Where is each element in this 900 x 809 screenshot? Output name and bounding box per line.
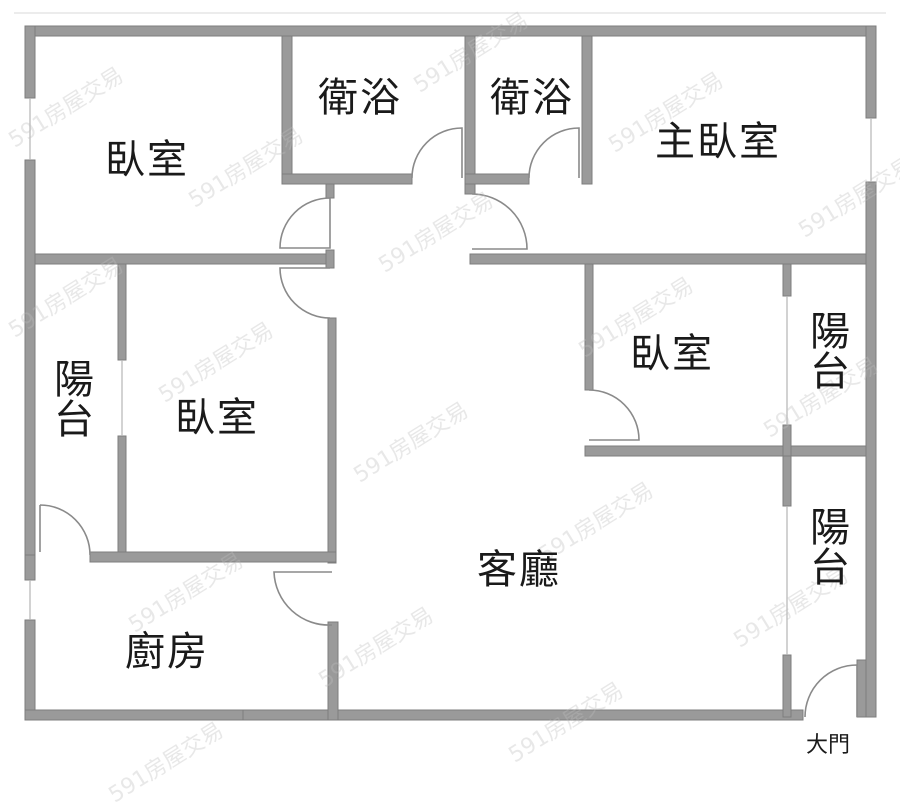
interior-walls [34,35,867,721]
floor-plan [24,25,877,721]
outer-walls [24,25,877,721]
room-label-master-bedroom: 主臥室 [655,119,781,165]
room-label-kitchen: 廚房 [125,629,209,675]
room-label-bedroom-west: 臥室 [175,395,259,441]
room-label-living-room: 客廳 [477,547,561,593]
room-label-balcony-east-lower: 陽台 [810,505,850,591]
room-label-bath-2: 衛浴 [490,75,574,121]
room-label-bedroom-nw: 臥室 [105,137,189,183]
entrance-label: 大門 [806,733,851,758]
room-label-bedroom-east: 臥室 [630,331,714,377]
room-label-balcony-west: 陽台 [54,357,94,443]
room-label-balcony-east-upper: 陽台 [810,309,850,395]
door-swings [39,127,858,718]
room-label-bath-1: 衛浴 [318,75,402,121]
top-border-line [14,12,886,14]
windows [29,98,872,655]
